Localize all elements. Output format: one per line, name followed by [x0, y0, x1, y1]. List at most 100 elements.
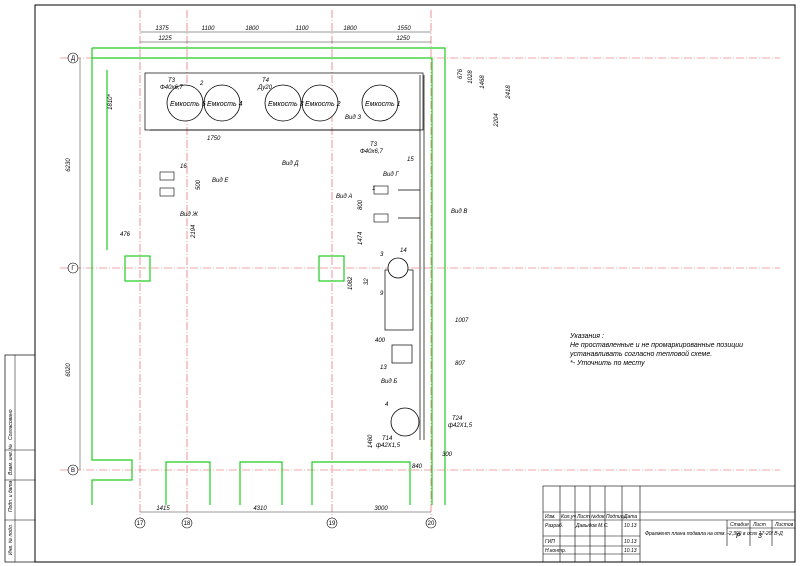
notes-title: Указания : [569, 333, 604, 340]
stamp-h-4: №док. [591, 514, 606, 520]
pipe-t14: Т14 [382, 436, 393, 442]
stamp-date-3: 10.13 [624, 548, 637, 554]
dim-807: 807 [455, 361, 466, 367]
pipe-t24-dim: ф42Х1,5 [448, 423, 473, 429]
axis-v: В [71, 468, 75, 474]
dim-400: 400 [375, 338, 386, 344]
top-dim-3: 1800 [245, 26, 259, 32]
dim-800: 800 [358, 199, 364, 210]
stamp-date-2: 10.13 [624, 539, 637, 545]
pipe-t3-bot-dim: Ф40х6,7 [360, 149, 383, 155]
tank-label-4: Емкость 4 [207, 101, 243, 108]
stamp-title: Фрагмент плана подвала на отм. -2,300 в … [645, 531, 783, 537]
right-dim-4: 1028 [468, 70, 474, 84]
pos-13: 13 [380, 365, 387, 371]
notes-line2: устанавливать согласно тепловой схеме. [569, 350, 712, 358]
pipe-t24: Т24 [452, 416, 463, 422]
dim-2194: 2194 [191, 224, 197, 239]
stamp-sheet-h: Лист [752, 522, 766, 528]
stamp-h-1: Изм. [545, 514, 556, 520]
right-dim-1: 2204 [494, 113, 500, 128]
stamp-h-5: Подпись [606, 514, 626, 520]
view-d: Вид Д [282, 161, 299, 167]
dim-500: 500 [196, 179, 202, 190]
top-dim2-1: 1225 [158, 36, 172, 42]
side-label-2: Взам. инв. № [8, 443, 14, 475]
view-e: Вид Е [212, 178, 229, 184]
right-dim-5: 676 [458, 68, 464, 79]
pipe-t14-dim: ф42Х1,5 [376, 443, 401, 449]
tank-group [166, 84, 420, 437]
stamp-stage: Р [736, 533, 741, 540]
stamp-date-1: 10.13 [624, 523, 637, 529]
left-dim-1: 6230 [66, 158, 72, 172]
stamp-h-2: Кол.уч [561, 514, 576, 520]
pos-15: 15 [407, 157, 414, 163]
side-label-1: Согласовано [8, 409, 14, 440]
stamp-stage-h: Стадия [730, 522, 749, 528]
left-small-1: 1810* [108, 93, 114, 109]
stamp-role-1: Разраб. [545, 523, 563, 529]
dim-840: 840 [412, 464, 423, 470]
tank-label-3: Емкость 3 [268, 101, 304, 108]
stamp-h-3: Лист [576, 514, 590, 520]
top-dim-5: 1800 [343, 26, 357, 32]
dim-300: 300 [442, 452, 453, 458]
title-block [542, 485, 796, 563]
axis-18: 18 [184, 521, 191, 527]
tank-label-2: Емкость 2 [305, 101, 341, 108]
bottom-dim-1: 1415 [156, 506, 170, 512]
pos-16: 16 [180, 164, 187, 170]
right-dim-3: 1468 [480, 75, 486, 89]
left-small-2: 476 [120, 232, 131, 238]
view-v: Вид В [451, 209, 467, 215]
pos-1: 1 [372, 186, 375, 192]
pos-3: 3 [380, 252, 384, 258]
bottom-dim-2: 4310 [253, 506, 267, 512]
axis-19: 19 [329, 521, 336, 527]
top-dim-4: 1100 [296, 26, 310, 32]
pos-2a: 2 [199, 81, 204, 87]
stamp-role-3: Н.контр. [545, 548, 566, 554]
pos-14: 14 [400, 248, 407, 254]
pipe-t4: Т4 [262, 78, 270, 84]
top-dim-2: 1100 [202, 26, 216, 32]
top-dim-1: 1375 [155, 26, 169, 32]
bottom-dim-3: 3000 [374, 506, 388, 512]
tank-label-1: Емкость 1 [365, 101, 401, 108]
dim-1007: 1007 [455, 318, 469, 324]
stamp-name-1: Давыдов М.С. [575, 523, 609, 529]
dim-1474: 1474 [358, 231, 364, 245]
notes-line3: *- Уточнить по месту [570, 360, 645, 367]
pos-4: 4 [385, 402, 389, 408]
view-a: Вид А [336, 194, 352, 200]
view-b: Вид Б [381, 379, 397, 385]
view-g: Вид Г [383, 172, 399, 178]
tank-label-5: Емкость 5 [170, 101, 206, 108]
axis-17: 17 [137, 521, 144, 527]
dim-1460: 1460 [368, 434, 374, 448]
stamp-role-2: ГИП [545, 539, 555, 545]
side-label-4: Инв. № подл. [8, 524, 14, 555]
left-dim-2: 6020 [66, 363, 72, 377]
axis-g: Г [71, 266, 75, 272]
right-dim-2: 2418 [506, 85, 512, 100]
top-dim-6: 1550 [397, 26, 411, 32]
notes-line1: Не проставленные и не промаркированные п… [570, 342, 743, 349]
pipe-t4-dim: Ду20 [257, 85, 273, 91]
view-z: Вид З [345, 115, 361, 121]
stamp-sheet: 3 [758, 533, 762, 540]
top-dim2-2: 1250 [396, 36, 410, 42]
pipe-t3-top-dim: Ф40х6,7 [160, 85, 183, 91]
stamp-h-6: Дата [623, 514, 637, 520]
view-zh: Вид Ж [180, 212, 198, 218]
pos-32: 32 [364, 278, 370, 285]
axis-d: Д [71, 56, 75, 62]
pipe-t3-bot: Т3 [370, 142, 378, 148]
notes-block: Указания : Не проставленные и не промарк… [569, 333, 743, 367]
pipe-t3-top: Т3 [168, 78, 176, 84]
stamp-sheets-h: Листов [774, 522, 794, 528]
pos-9: 9 [380, 291, 384, 297]
dim-1750: 1750 [207, 136, 221, 142]
